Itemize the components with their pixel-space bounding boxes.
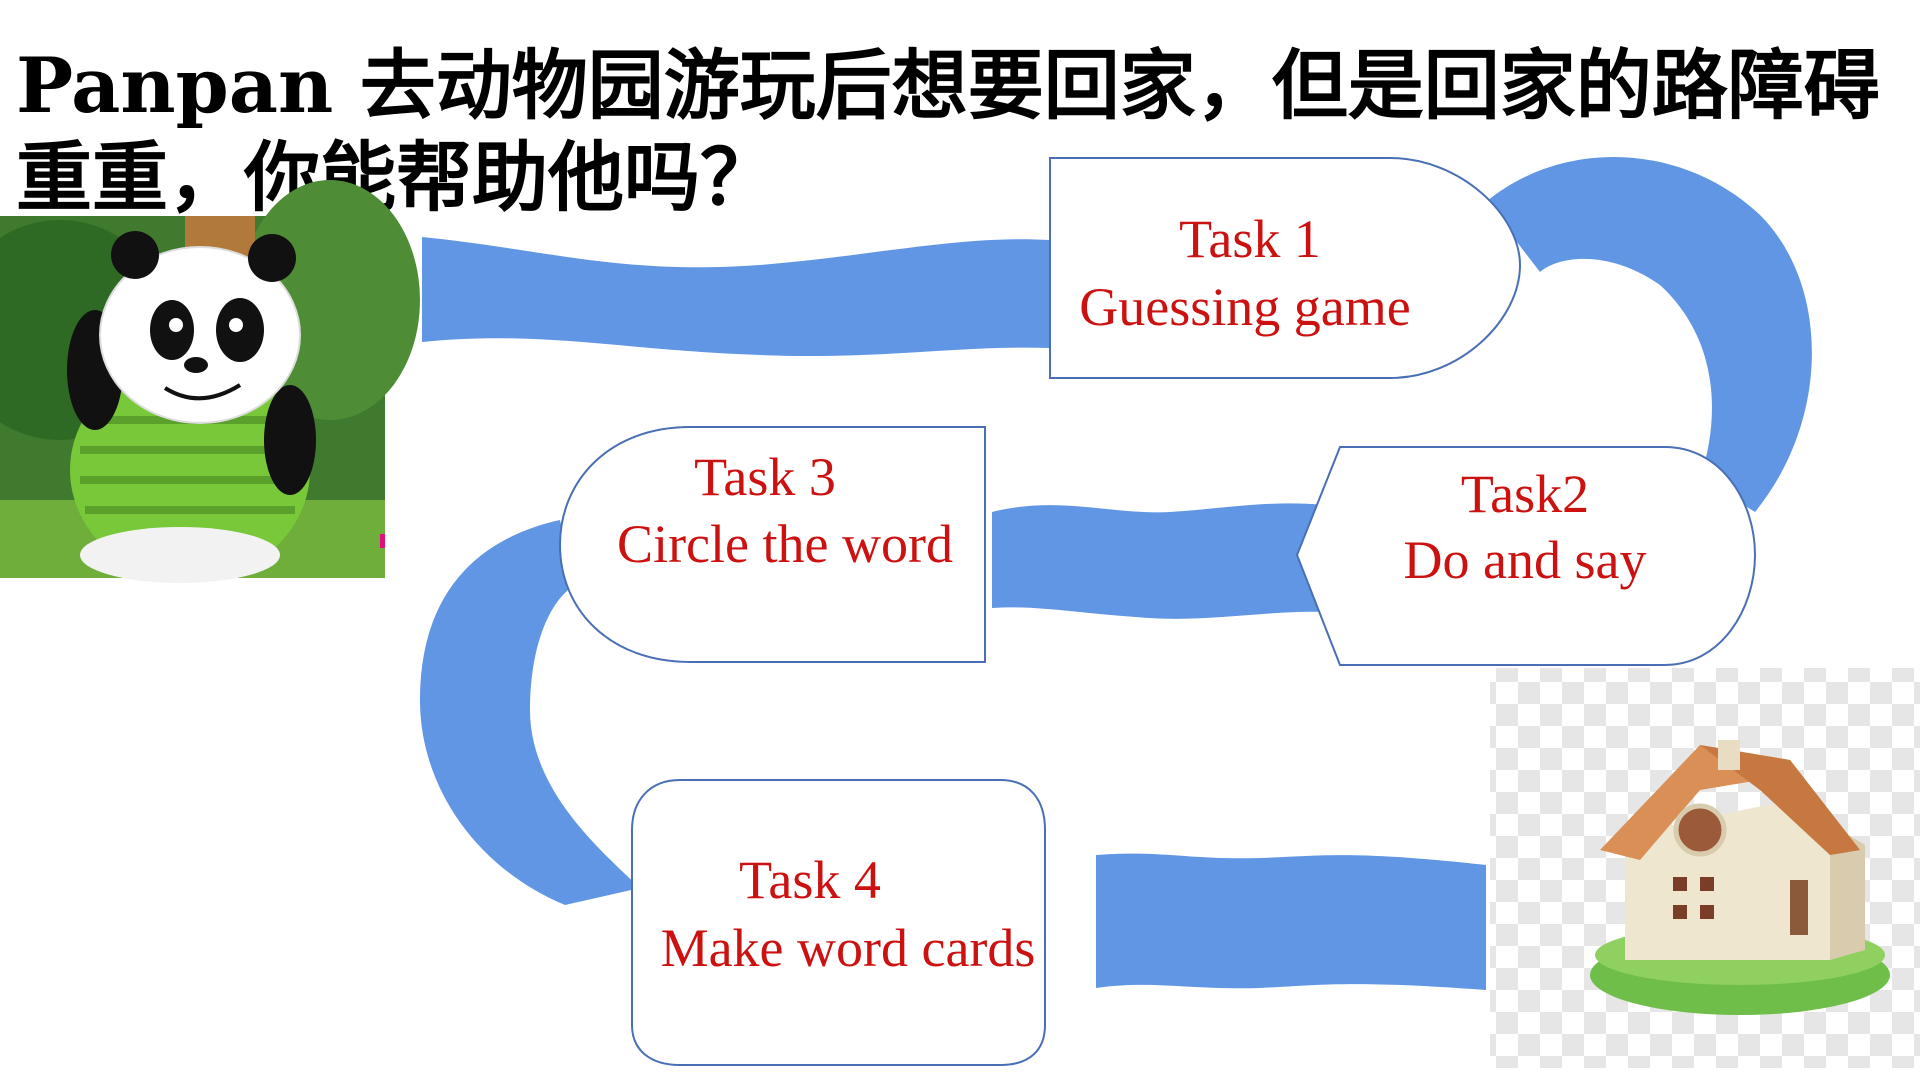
task-4-box[interactable]: Task 4 Make word cards: [631, 779, 1046, 1066]
path-segment-middle: [992, 503, 1325, 619]
task-2-label: Do and say: [1404, 530, 1647, 590]
path-segment-end: [1096, 853, 1486, 990]
task-1-title: Task 1: [1179, 209, 1321, 269]
task-1-label: Guessing game: [1079, 277, 1410, 337]
task-2-box[interactable]: Task2 Do and say: [1295, 446, 1757, 666]
panda-image: [0, 180, 420, 583]
slide-title: Panpan 去动物园游玩后想要回家，但是回家的路障碍重重，你能帮助他吗？: [16, 41, 1880, 222]
task-3-label: Circle the word: [617, 514, 953, 574]
task-4-label: Make word cards: [661, 918, 1036, 978]
path-ribbons: [420, 157, 1812, 990]
path-segment-start: [422, 237, 1050, 357]
task-3-box[interactable]: Task 3 Circle the word: [558, 426, 986, 663]
task-1-box[interactable]: Task 1 Guessing game: [1049, 157, 1522, 379]
task-4-title: Task 4: [739, 850, 881, 910]
task-2-title: Task2: [1461, 464, 1589, 524]
path-segment-curve-right: [1486, 157, 1812, 512]
house-image: [1490, 668, 1920, 1068]
task-3-title: Task 3: [694, 447, 836, 507]
path-segment-curve-left: [420, 520, 640, 905]
